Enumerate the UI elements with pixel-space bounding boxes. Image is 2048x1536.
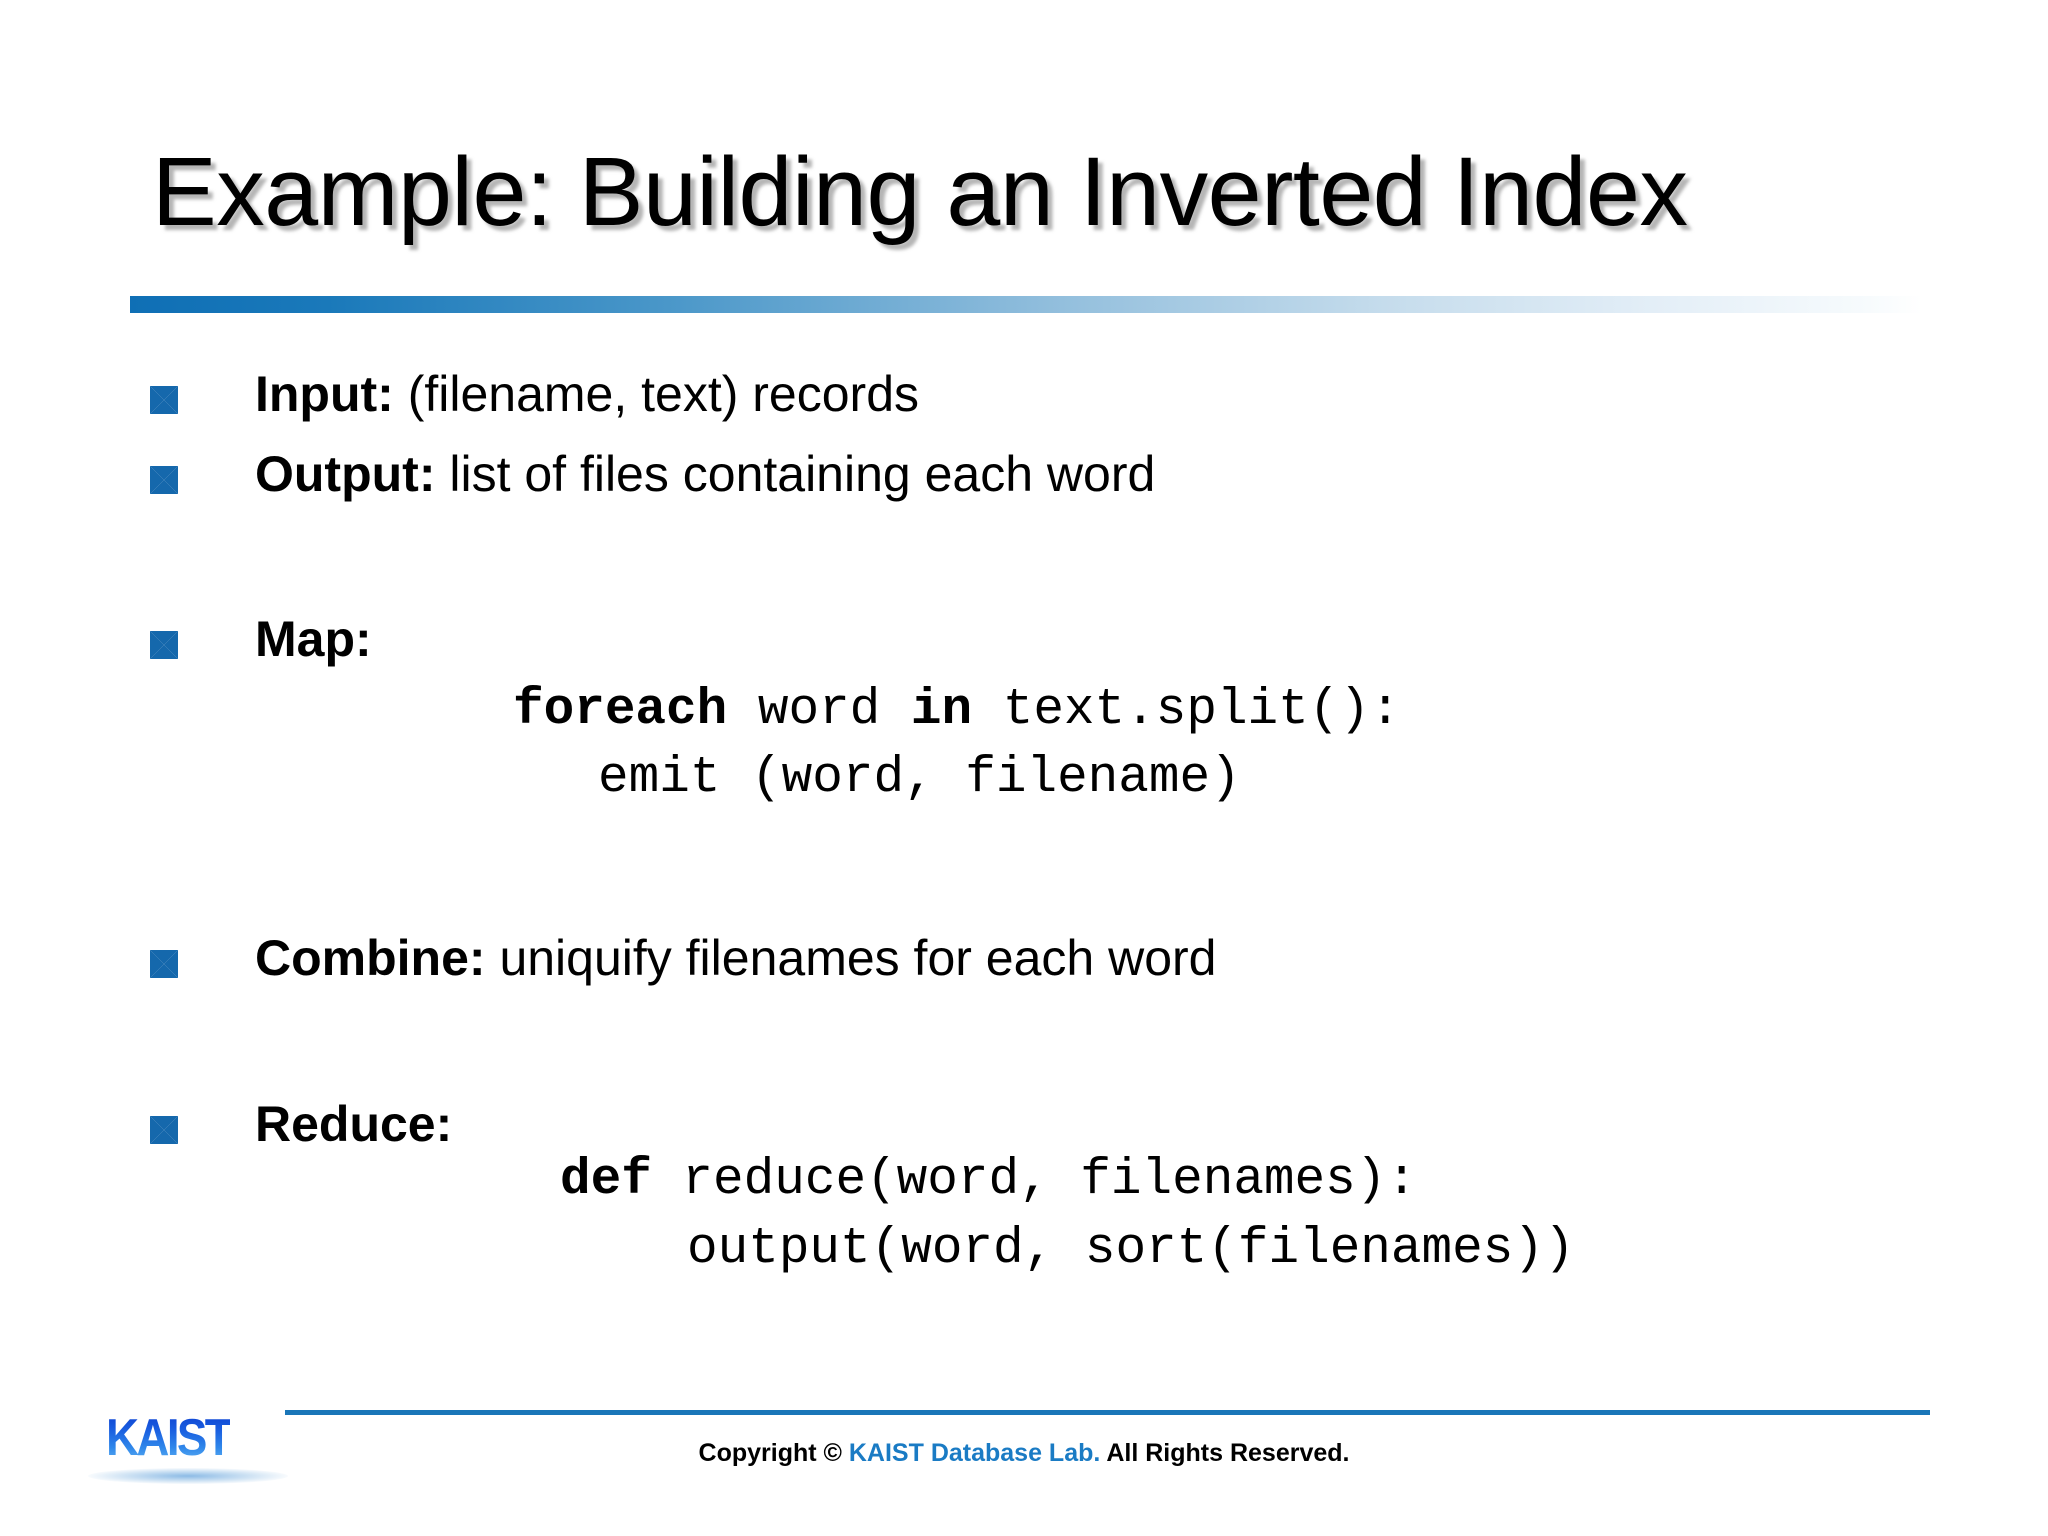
title-divider bbox=[130, 296, 1922, 313]
bullet-body-input: (filename, text) records bbox=[393, 366, 919, 422]
code-reduce-line-1: def reduce(word, filenames): bbox=[560, 1155, 1417, 1206]
code-reduce-line-2: output(word, sort(filenames)) bbox=[687, 1221, 1575, 1278]
bullet-body-output: list of files containing each word bbox=[435, 446, 1156, 502]
code-reduce-line-1-rest: reduce(word, filenames): bbox=[651, 1152, 1417, 1209]
code-keyword-foreach: foreach bbox=[513, 682, 728, 739]
code-map-line-1-mid: word bbox=[727, 682, 911, 739]
bullet-label-output: Output: bbox=[255, 446, 436, 502]
bullet-item-input-text: Input: (filename, text) records bbox=[255, 368, 919, 421]
code-map-line-2: emit (word, filename) bbox=[598, 750, 1241, 807]
bullet-label-reduce: Reduce: bbox=[255, 1096, 453, 1152]
kaist-logo-text: KAIST bbox=[106, 1409, 233, 1467]
logo-shadow-ellipse bbox=[88, 1468, 288, 1484]
diamond-bullet-icon bbox=[150, 950, 178, 978]
bullet-item-reduce-text: Reduce: bbox=[255, 1098, 452, 1151]
bullet-item-combine: Combine: uniquify filenames for each wor… bbox=[150, 932, 1216, 985]
diamond-bullet-icon bbox=[150, 1116, 178, 1144]
bullet-item-output: Output: list of files containing each wo… bbox=[150, 448, 1155, 501]
diamond-bullet-icon bbox=[150, 386, 178, 414]
code-keyword-in: in bbox=[910, 682, 973, 739]
bullet-item-input: Input: (filename, text) records bbox=[150, 368, 919, 421]
copyright-lab-name: KAIST Database Lab. bbox=[848, 1439, 1101, 1467]
page-title: Example: Building an Inverted Index bbox=[152, 137, 1688, 246]
bullet-label-map: Map: bbox=[255, 611, 372, 667]
bullet-item-map: Map: bbox=[150, 613, 372, 666]
bullet-item-combine-text: Combine: uniquify filenames for each wor… bbox=[255, 932, 1216, 985]
copyright-suffix: All Rights Reserved. bbox=[1100, 1439, 1350, 1467]
bullet-item-reduce: Reduce: bbox=[150, 1098, 452, 1151]
bullet-item-output-text: Output: list of files containing each wo… bbox=[255, 448, 1155, 501]
diamond-bullet-icon bbox=[150, 631, 178, 659]
copyright-notice: Copyright © KAIST Database Lab. All Righ… bbox=[0, 1439, 2048, 1468]
code-map-line-1: foreach word in text.split(): bbox=[513, 685, 1401, 736]
code-map-line-1-rest: text.split(): bbox=[972, 682, 1401, 739]
diamond-bullet-icon bbox=[150, 466, 178, 494]
bullet-item-map-text: Map: bbox=[255, 613, 372, 666]
footer-divider bbox=[285, 1410, 1930, 1415]
kaist-logo: KAIST bbox=[88, 1409, 288, 1484]
bullet-label-combine: Combine: bbox=[255, 930, 486, 986]
code-keyword-def: def bbox=[560, 1152, 652, 1209]
bullet-body-combine: uniquify filenames for each word bbox=[485, 930, 1217, 986]
copyright-prefix: Copyright © bbox=[698, 1439, 849, 1467]
bullet-label-input: Input: bbox=[255, 366, 394, 422]
